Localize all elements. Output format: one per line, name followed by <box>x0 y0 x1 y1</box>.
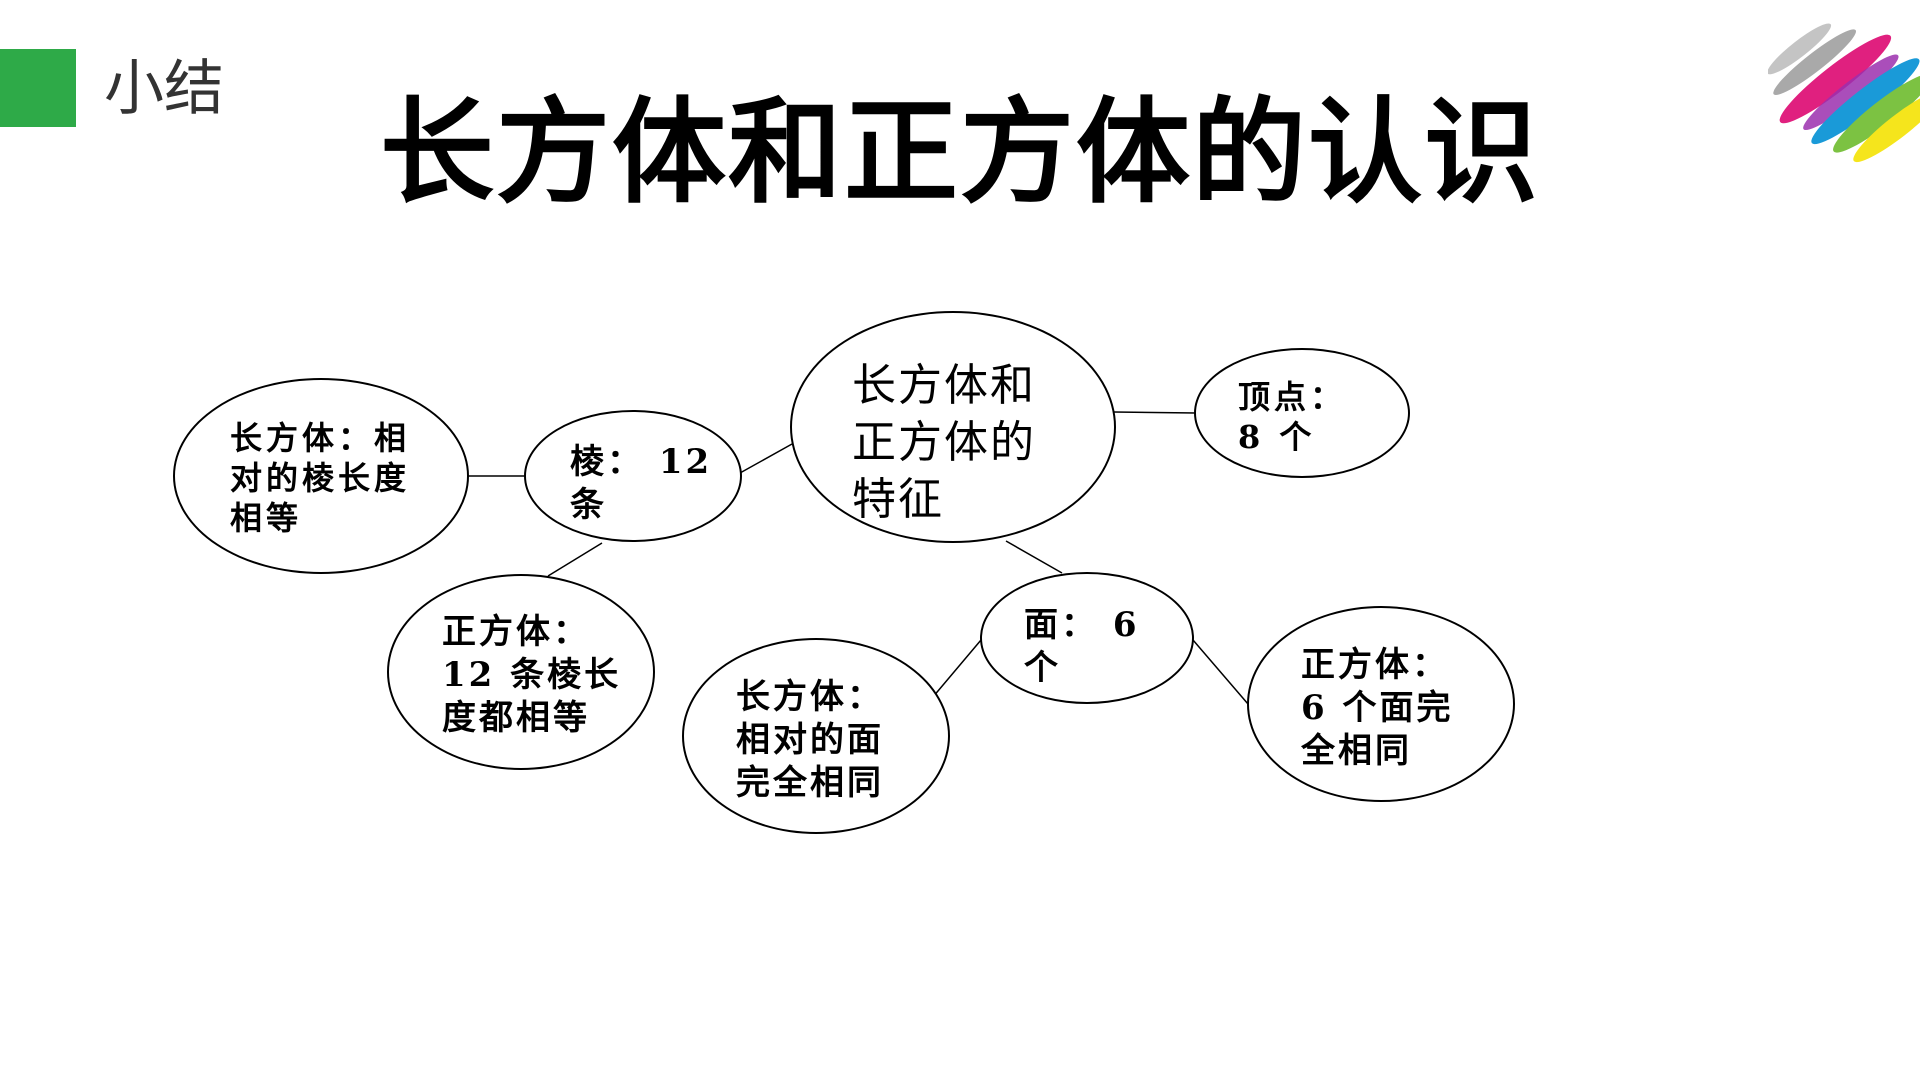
connector-faces-cube-note <box>1192 639 1249 705</box>
mindmap-cube-faces-note-text: 正方体： 6 个面完 全相同 <box>1301 645 1454 771</box>
mindmap-faces-node <box>980 572 1194 704</box>
logo-stripe-blue <box>1811 58 1920 145</box>
page-title: 长方体和正方体的认识 <box>379 86 1540 219</box>
connector-center-vertices <box>1113 411 1197 414</box>
logo-stripe-green <box>1833 73 1920 153</box>
mindmap-vertices-text: 顶点： 8 个 <box>1238 378 1347 456</box>
mindmap-center-node <box>790 311 1116 543</box>
mindmap-cube-edges-note-text: 正方体： 12 条棱长 度都相等 <box>442 612 622 738</box>
mindmap-cuboid-faces-note <box>682 638 950 834</box>
mindmap-center-text: 长方体和 正方体的 特征 <box>852 360 1036 525</box>
mindmap-cuboid-faces-note-text: 长方体： 相对的面 完全相同 <box>736 677 884 803</box>
logo-stripe-pink <box>1779 34 1892 124</box>
connector-center-faces <box>1005 540 1063 574</box>
connector-cube-edges-note <box>547 542 603 577</box>
logo-stripe-gray-2 <box>1773 29 1856 95</box>
mindmap-cube-edges-note <box>387 574 655 770</box>
mindmap-edges-text: 棱： 12 条 <box>570 442 713 525</box>
accent-bar <box>0 49 76 127</box>
logo-stripe-purple <box>1803 54 1899 131</box>
mindmap-faces-text: 面： 6 个 <box>1024 605 1140 688</box>
section-label: 小结 <box>104 54 224 124</box>
mindmap-cuboid-edges-note <box>173 378 469 574</box>
mindmap-cube-faces-note <box>1247 606 1515 802</box>
mindmap-cuboid-edges-note-text: 长方体：相 对的棱长度 相等 <box>230 419 411 537</box>
connector-edges-center <box>739 443 793 474</box>
logo-stripe-gray-1 <box>1768 23 1832 75</box>
mindmap-vertices-node <box>1194 348 1410 478</box>
logo-stripe-yellow <box>1853 90 1920 163</box>
brand-logo-icon <box>1768 23 1920 163</box>
mindmap-edges-node <box>524 410 742 542</box>
